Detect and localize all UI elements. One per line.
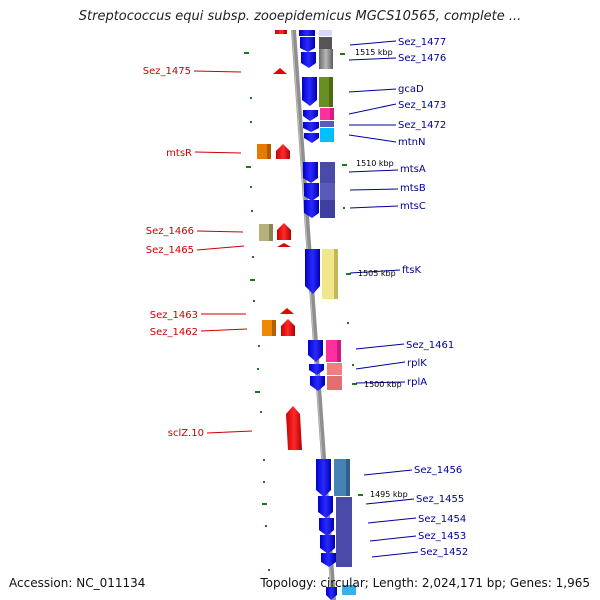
gene-label: ftsK: [402, 265, 421, 276]
gene-label: mtsA: [400, 164, 426, 175]
gene-label: Sez_1475: [143, 66, 191, 77]
gene-label: Sez_1453: [418, 531, 466, 542]
gene-label: mtsC: [400, 201, 426, 212]
gene-label: Sez_1466: [146, 226, 194, 237]
map-title: Streptococcus equi subsp. zooepidemicus …: [78, 9, 522, 24]
plus-strand-genes: [299, 30, 337, 600]
gene-label: Sez_1473: [398, 100, 446, 111]
kbp-marker: 1505 kbp: [358, 269, 396, 278]
gene-category-column: [319, 30, 356, 595]
minus-strand-genes: [257, 30, 302, 450]
gene-label: gcaD: [398, 84, 424, 95]
kbp-marker: 1500 kbp: [364, 380, 402, 389]
gene-label: Sez_1462: [150, 327, 198, 338]
genome-summary: Topology: circular; Length: 2,024,171 bp…: [260, 576, 590, 590]
accession-text: Accession: NC_011134: [9, 576, 146, 590]
scale-ticks-left: [244, 52, 270, 571]
gene-label: sclZ.10: [168, 428, 204, 439]
gene-label: Sez_1476: [398, 53, 446, 64]
kbp-marker: 1495 kbp: [370, 490, 408, 499]
right-gene-labels: Sez_1477 Sez_1476 gcaD Sez_1473 Sez_1472…: [348, 37, 468, 558]
gene-label: mtnN: [398, 137, 425, 148]
gene-label: Sez_1472: [398, 120, 446, 131]
gene-label: Sez_1456: [414, 465, 462, 476]
kbp-marker: 1510 kbp: [356, 159, 394, 168]
left-gene-labels: Sez_1475 mtsR Sez_1466 Sez_1465 Sez_1463…: [143, 66, 253, 439]
scale-ticks-right: [340, 53, 363, 496]
gene-label: Sez_1477: [398, 37, 446, 48]
kbp-marker: 1515 kbp: [355, 48, 393, 57]
gene-label: Sez_1461: [406, 340, 454, 351]
gene-label: Sez_1455: [416, 494, 464, 505]
kbp-scale-labels: 1515 kbp 1510 kbp 1505 kbp 1500 kbp 1495…: [355, 48, 408, 499]
gene-label: Sez_1452: [420, 547, 468, 558]
gene-label: rplA: [407, 377, 427, 388]
gene-label: mtsB: [400, 183, 426, 194]
gene-label: Sez_1463: [150, 310, 198, 321]
gene-label: Sez_1465: [146, 245, 194, 256]
gene-label: Sez_1454: [418, 514, 466, 525]
gene-label: rplK: [407, 358, 427, 369]
gene-label: mtsR: [166, 148, 192, 159]
